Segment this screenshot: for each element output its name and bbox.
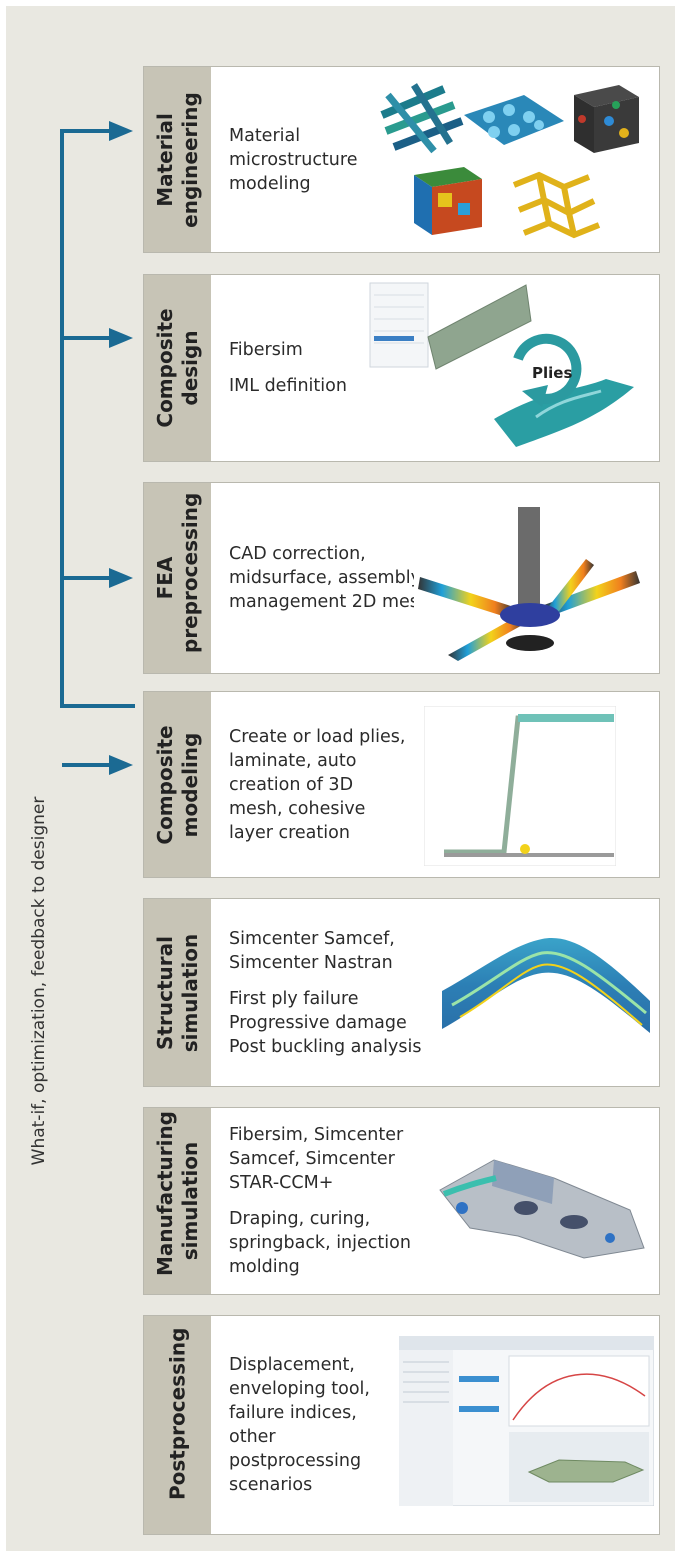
stage-manufacturing-simulation: Manufacturing simulation Fibersim, Simce… [143, 1107, 660, 1295]
stage-header: Postprocessing [144, 1316, 211, 1534]
stage-description: Fibersim IML definition [229, 275, 444, 461]
woven-lattice-2 [464, 95, 564, 145]
plies-callout: Plies [532, 364, 572, 382]
stage-header: Material engineering [144, 67, 211, 252]
curved-part [494, 379, 634, 447]
stage-title: Composite modeling [152, 724, 202, 845]
rotor-mesh-image [414, 503, 644, 663]
stage-header: Composite modeling [144, 692, 211, 877]
stage-description: CAD correction, midsurface, assembly man… [229, 483, 444, 673]
wing-skin [427, 284, 532, 370]
stage-title: Postprocessing [165, 1327, 189, 1500]
plies-arrow [513, 333, 582, 404]
composite-design-image: Plies [369, 282, 634, 447]
laminate-part [527, 1459, 645, 1483]
ui-panel [369, 282, 429, 368]
bent-panel [442, 938, 650, 1033]
stage-description: Displacement, enveloping tool, failure i… [229, 1316, 389, 1534]
stage-composite-modeling: Composite modeling Create or load plies,… [143, 691, 660, 878]
stage-structural-simulation: Structural simulation Simcenter Samcef, … [143, 898, 660, 1087]
description-line: Fibersim, Simcenter Samcef, Simcenter ST… [229, 1125, 404, 1193]
loop-line [60, 129, 135, 708]
arrow-head-3 [109, 568, 133, 588]
description-line: Create or load plies, laminate, auto cre… [229, 726, 406, 843]
stage-postprocessing: Postprocessing Displacement, enveloping … [143, 1315, 660, 1535]
stage-header: Composite design [144, 275, 211, 461]
arrow-head-4 [109, 755, 133, 775]
description-line: First ply failure Progressive damage Pos… [229, 988, 422, 1057]
stage-title: Material engineering [152, 91, 202, 228]
description-line: Displacement, enveloping tool, failure i… [229, 1355, 370, 1495]
fiber-bundle-1 [380, 83, 464, 154]
rotor-mast [518, 507, 540, 607]
description-line: Material microstructure modeling [229, 125, 358, 194]
stage-description: Material microstructure modeling [229, 67, 379, 252]
stage-description: Create or load plies, laminate, auto cre… [229, 692, 409, 877]
stage-title: Manufacturing simulation [152, 1111, 202, 1276]
stage-header: FEA preprocessing [144, 483, 211, 673]
stage-material-engineering: Material engineering Material microstruc… [143, 66, 660, 253]
description-line: CAD correction, midsurface, assembly man… [229, 544, 430, 612]
stage-header: Structural simulation [144, 899, 211, 1086]
postprocessing-screenshot-image [399, 1336, 654, 1506]
description-line: Draping, curing, springback, injection m… [229, 1209, 411, 1277]
stage-title: FEA preprocessing [152, 492, 202, 653]
buckling-result-image [442, 938, 650, 1033]
stage-title: Composite design [152, 308, 202, 428]
laminate-mesh-image [424, 706, 616, 866]
stage-composite-design: Composite design Fibersim IML definition… [143, 274, 660, 462]
description-line: Fibersim [229, 340, 303, 360]
stage-description: Fibersim, Simcenter Samcef, Simcenter ST… [229, 1108, 429, 1294]
colored-cube-4 [414, 167, 482, 235]
arrow-head-1 [109, 121, 133, 141]
draping-result-image [439, 1159, 645, 1259]
diagram-canvas: What-if, optimization, feedback to desig… [6, 6, 675, 1551]
feedback-loop-label: What-if, optimization, feedback to desig… [29, 796, 49, 1166]
stage-header: Manufacturing simulation [144, 1108, 211, 1294]
cube-with-inclusions-3 [574, 85, 639, 153]
stage-fea-preprocessing: FEA preprocessing CAD correction, midsur… [143, 482, 660, 674]
description-line: IML definition [229, 376, 347, 396]
feedback-loop-connector [60, 121, 135, 775]
arrow-head-2 [109, 328, 133, 348]
gold-lattice-5 [512, 171, 601, 239]
microstructure-image [380, 83, 639, 239]
rotor-hub [500, 603, 560, 627]
description-line: Simcenter Samcef, Simcenter Nastran [229, 928, 395, 973]
stage-title: Structural simulation [152, 933, 202, 1052]
stage-description: Simcenter Samcef, Simcenter Nastran Firs… [229, 899, 444, 1086]
